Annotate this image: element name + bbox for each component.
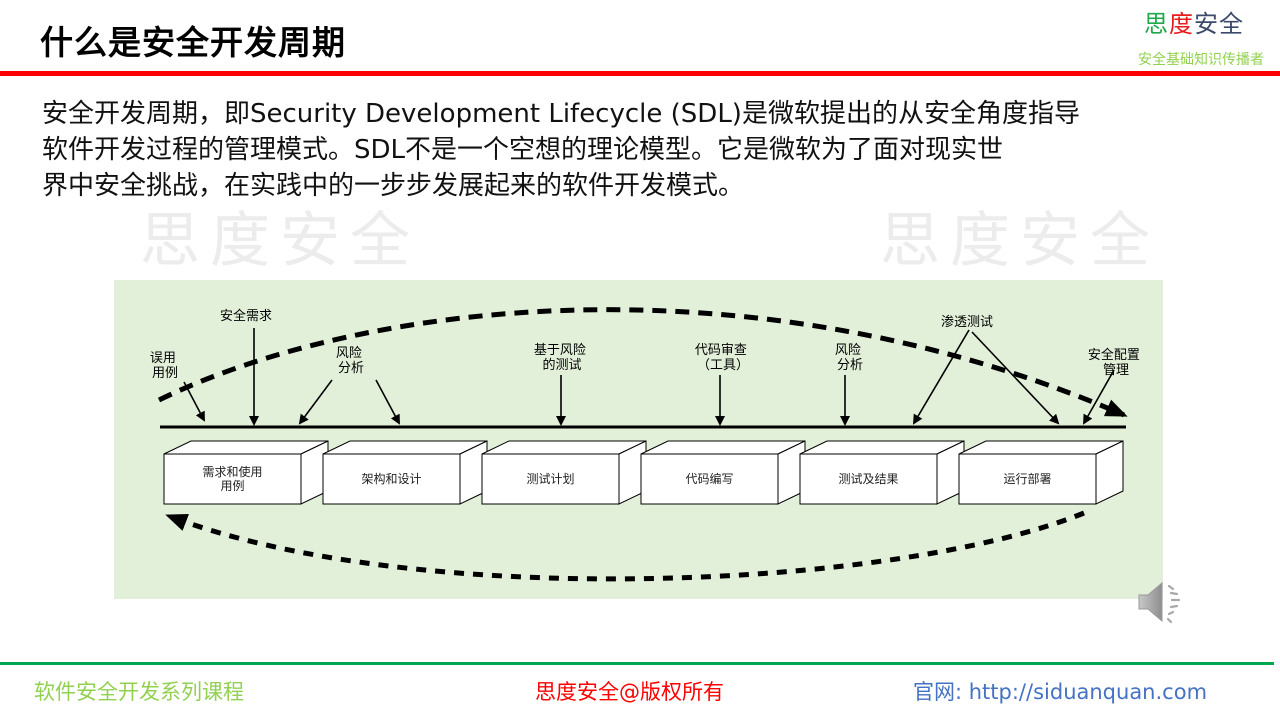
brand-tagline: 安全基础知识传播者 (1138, 52, 1264, 68)
watermark: 思度安全 思度安全 (140, 206, 1160, 278)
phase-label: 测试及结果 (838, 471, 898, 486)
phase-box-front (322, 453, 461, 505)
brand-name-part2: 度 (1169, 10, 1194, 38)
bottom-feedback-arc (165, 510, 1085, 582)
phase-label: 运行部署 (1003, 471, 1051, 486)
phase-box: 架构和设计 (322, 440, 488, 505)
phase-box-front (481, 453, 620, 505)
brand-name-part3: 安全 (1194, 10, 1244, 38)
phase-box-front (799, 453, 938, 505)
phase-label: 代码编写 (685, 471, 733, 486)
phase-box-top (481, 440, 647, 455)
phase-box: 测试计划 (481, 440, 647, 505)
brand-name: 思度安全 (1144, 10, 1244, 38)
phase-label: 架构和设计 (361, 471, 421, 486)
phase-box: 代码编写 (640, 440, 806, 505)
annotation-risk-analysis-1: 风险 分析 (336, 346, 366, 376)
phase-label: 需求和使用用例 (202, 464, 262, 493)
phase-box-top (958, 440, 1124, 455)
annotation-penetration-testing: 渗透测试 (941, 315, 993, 330)
phase-box-front (958, 453, 1097, 505)
speaker-icon[interactable] (1136, 578, 1188, 626)
phase-box: 需求和使用用例 (163, 440, 329, 505)
annotation-risk-based-testing: 基于风险 的测试 (534, 343, 590, 373)
annotation-misuse-cases: 误用 用例 (150, 351, 180, 381)
phase-box-top (799, 440, 965, 455)
footer-course-name: 软件安全开发系列课程 (34, 680, 244, 704)
annotation-code-review: 代码审查 （工具） (695, 343, 751, 373)
phase-box: 运行部署 (958, 440, 1124, 505)
annotation-arrows (183, 328, 1115, 426)
brand-logo: 思度安全 安全基础知识传播者 (1104, 10, 1264, 72)
footer-website-link[interactable]: 官网: http://siduanquan.com (913, 680, 1208, 704)
brand-name-part1: 思 (1144, 10, 1169, 38)
watermark-text-left: 思度安全 (140, 206, 420, 276)
phase-box-front (640, 453, 779, 505)
annotation-risk-analysis-2: 风险 分析 (835, 343, 865, 373)
phase-label: 测试计划 (526, 471, 574, 486)
phase-box-top (640, 440, 806, 455)
body-paragraph: 安全开发周期，即Security Development Lifecycle (… (42, 96, 1252, 204)
phase-box-front (163, 453, 302, 505)
sdl-diagram: 误用 用例 安全需求 风险 分析 基于风险 的测试 代码审查 （工具） 风险 分… (114, 280, 1163, 599)
phase-box: 测试及结果 (799, 440, 965, 505)
phase-box-top (163, 440, 329, 455)
sdl-diagram-canvas: 误用 用例 安全需求 风险 分析 基于风险 的测试 代码审查 （工具） 风险 分… (150, 307, 1144, 582)
watermark-text-right: 思度安全 (880, 206, 1160, 276)
annotation-security-config-management: 安全配置 管理 (1088, 347, 1144, 378)
phase-box-top (322, 440, 488, 455)
body-line: 界中安全挑战，在实践中的一步步发展起来的软件开发模式。 (42, 171, 745, 201)
footer-divider (0, 662, 1274, 665)
header-divider (0, 71, 1280, 76)
slide-title: 什么是安全开发周期 (40, 23, 346, 62)
phase-boxes: 需求和使用用例 架构和设计 测试计划 代码编写 测试及结果 运行部署 (163, 440, 1124, 505)
footer-copyright: 思度安全@版权所有 (535, 680, 724, 704)
body-line: 安全开发周期，即Security Development Lifecycle (… (42, 99, 1080, 129)
body-line: 软件开发过程的管理模式。SDL不是一个空想的理论模型。它是微软为了面对现实世 (42, 135, 1004, 165)
annotation-security-requirements: 安全需求 (220, 308, 272, 324)
